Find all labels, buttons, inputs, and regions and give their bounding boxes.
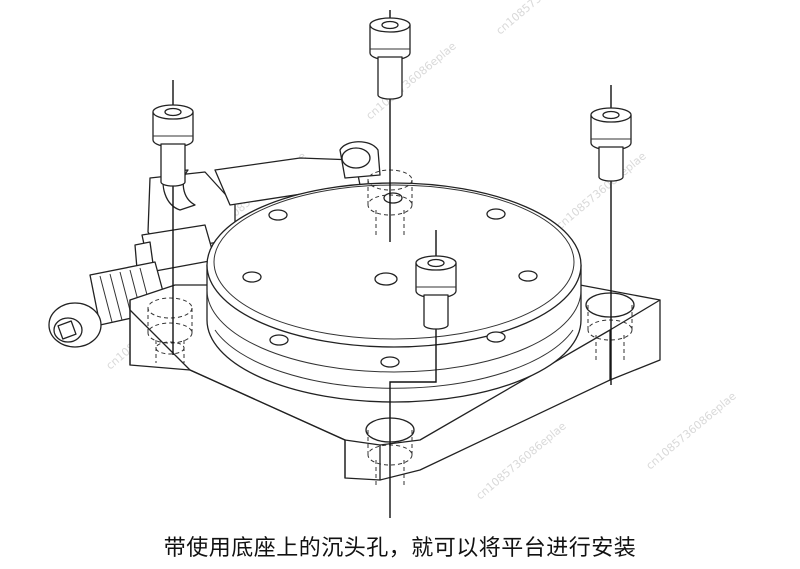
mount-hole [380, 356, 400, 368]
mount-hole [269, 334, 289, 346]
watermark: cn1085736086eplae [644, 389, 739, 472]
socket-head-cap-screw-icon [152, 104, 194, 187]
rotation-stage-mounting-diagram: cn1085736086eplae cn1085736086eplae cn10… [48, 0, 739, 518]
socket-head-cap-screw-icon [369, 17, 411, 100]
mount-hole [242, 271, 262, 283]
rotary-stage-icon [206, 182, 582, 403]
mount-hole [486, 208, 506, 220]
center-hole [374, 272, 398, 286]
table-holes [242, 192, 538, 368]
watermark: cn1085736086eplae [494, 0, 589, 37]
caption-text: 带使用底座上的沉头孔，就可以将平台进行安装 [163, 536, 637, 561]
micrometer-knob-icon [48, 169, 236, 348]
mount-hole [268, 209, 288, 221]
mount-hole [383, 192, 403, 204]
mount-hole [486, 331, 506, 343]
rear-bracket [214, 141, 381, 206]
socket-head-cap-screw-icon [590, 107, 632, 182]
socket-head-cap-screw-icon [415, 255, 457, 330]
mount-hole [518, 270, 538, 282]
